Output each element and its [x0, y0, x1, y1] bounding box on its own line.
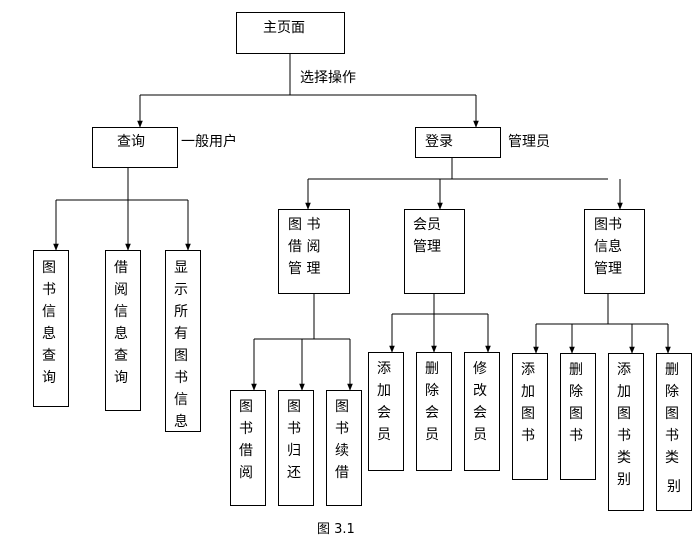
delete-member-label: 删除会员 — [425, 361, 439, 443]
delete-member-node — [416, 352, 452, 471]
book-info-mgmt-label-3: 管理 — [594, 261, 622, 277]
admin-label: 管理员 — [508, 134, 550, 150]
book-info-mgmt-node — [584, 209, 645, 294]
figure-caption: 图 3.1 — [317, 522, 355, 537]
query-node — [92, 127, 178, 168]
login-node — [415, 127, 501, 158]
choose-op-label: 选择操作 — [300, 70, 356, 86]
book-info-query-label: 图书信息查询 — [42, 260, 56, 386]
home-node — [236, 12, 345, 54]
show-all-books-node — [165, 250, 201, 432]
borrow-mgmt-label-3: 管 理 — [288, 261, 321, 277]
borrow-info-query-label: 借阅信息查询 — [114, 260, 128, 386]
add-book-node — [512, 353, 548, 480]
login-label: 登录 — [425, 134, 453, 150]
delete-book-category-label-last: 别 — [667, 479, 681, 495]
member-mgmt-label-1: 会员 — [413, 217, 441, 233]
book-info-mgmt-label-1: 图书 — [594, 217, 622, 233]
query-label: 查询 — [117, 134, 145, 150]
book-info-query-node — [33, 250, 69, 407]
borrow-info-query-node — [105, 250, 141, 411]
book-return-node — [278, 390, 314, 506]
delete-book-node — [560, 353, 596, 480]
modify-member-node — [464, 352, 500, 471]
add-member-label: 添加会员 — [377, 361, 391, 443]
add-member-node — [368, 352, 404, 471]
book-renew-node — [326, 390, 362, 506]
member-mgmt-node — [404, 209, 465, 294]
book-info-mgmt-label-2: 信息 — [594, 239, 622, 255]
general-user-label: 一般用户 — [181, 134, 237, 150]
add-book-label: 添加图书 — [521, 362, 535, 444]
book-borrow-label: 图书借阅 — [239, 399, 253, 481]
delete-book-category-node — [656, 353, 692, 511]
book-borrow-node — [230, 390, 266, 506]
delete-book-category-label: 删除图书类 — [665, 362, 679, 466]
borrow-mgmt-label-2: 借 阅 — [288, 239, 321, 255]
delete-book-label: 删除图书 — [569, 362, 583, 444]
book-renew-label: 图书续借 — [335, 399, 349, 481]
member-mgmt-label-2: 管理 — [413, 239, 441, 255]
add-book-category-node — [608, 353, 644, 511]
home-label: 主页面 — [263, 20, 305, 36]
show-all-books-label: 显示所有图书信息 — [174, 260, 188, 430]
borrow-mgmt-node — [278, 209, 350, 294]
borrow-mgmt-label-1: 图 书 — [288, 217, 321, 233]
add-book-category-label: 添加图书类别 — [617, 362, 631, 488]
modify-member-label: 修改会员 — [473, 361, 487, 443]
book-return-label: 图书归还 — [287, 399, 301, 481]
